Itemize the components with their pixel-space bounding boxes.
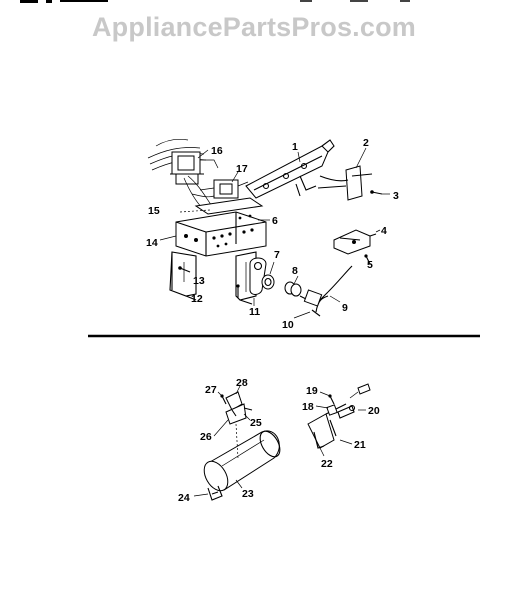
callout-3: 3 bbox=[393, 190, 399, 202]
bracket-part-22 bbox=[307, 403, 347, 449]
callout-16: 16 bbox=[211, 145, 223, 157]
callout-1: 1 bbox=[292, 141, 298, 153]
bracket-part-11 bbox=[235, 251, 257, 305]
screw-near-11 bbox=[236, 284, 240, 298]
callout-8: 8 bbox=[292, 265, 298, 277]
callout-9: 9 bbox=[342, 302, 348, 314]
screw-part-13 bbox=[178, 266, 191, 273]
callout-21: 21 bbox=[354, 439, 366, 451]
callout-20: 20 bbox=[368, 405, 380, 417]
cylinder-part-23 bbox=[203, 430, 281, 492]
clip-part-4 bbox=[333, 229, 377, 255]
callout-25: 25 bbox=[250, 417, 262, 429]
bushing-part-7 bbox=[261, 274, 275, 290]
callout-27: 27 bbox=[205, 384, 217, 396]
callout-5: 5 bbox=[367, 259, 373, 271]
callout-14: 14 bbox=[146, 237, 158, 249]
callout-6: 6 bbox=[272, 215, 278, 227]
callout-2: 2 bbox=[363, 137, 369, 149]
plate-part-15 bbox=[179, 197, 264, 215]
callout-10: 10 bbox=[282, 319, 294, 331]
top-edge-marks bbox=[20, 0, 410, 3]
lower-assembly-right: 19 18 20 21 22 bbox=[302, 383, 380, 470]
callout-4: 4 bbox=[381, 225, 387, 237]
screw-part-5 bbox=[364, 254, 371, 265]
callout-11: 11 bbox=[249, 306, 260, 318]
callout-26: 26 bbox=[200, 431, 212, 443]
site-watermark: AppliancePartsPros.com bbox=[91, 12, 416, 42]
callout-24: 24 bbox=[178, 492, 190, 504]
arm-part-1 bbox=[245, 139, 335, 199]
bracket-part-2 bbox=[317, 165, 373, 201]
switch-part-17 bbox=[191, 179, 249, 199]
upper-assembly: 16 17 1 2 3 15 6 4 14 7 5 8 13 12 9 11 1… bbox=[146, 137, 399, 331]
callout-19: 19 bbox=[306, 385, 318, 397]
screw-part-3 bbox=[370, 190, 383, 195]
callout-23: 23 bbox=[242, 488, 254, 500]
rod-part-9 bbox=[299, 265, 353, 317]
bracket-part-28 bbox=[225, 391, 253, 425]
callout-18: 18 bbox=[302, 401, 314, 413]
leader-lines-upper bbox=[159, 147, 390, 319]
screw-part-27 bbox=[220, 394, 227, 405]
nut-part-8 bbox=[284, 281, 302, 297]
callout-15: 15 bbox=[148, 205, 160, 217]
lower-assembly-left: 27 28 25 26 23 24 bbox=[178, 377, 281, 504]
callout-13: 13 bbox=[193, 275, 205, 287]
bracket-part-12 bbox=[169, 251, 197, 301]
bracket-part-14 bbox=[175, 211, 267, 257]
callout-28: 28 bbox=[236, 377, 248, 389]
callout-22: 22 bbox=[321, 458, 333, 470]
part-20 bbox=[337, 404, 356, 419]
clip-part-24 bbox=[207, 485, 223, 501]
callout-12: 12 bbox=[191, 293, 203, 305]
part-18 bbox=[326, 404, 338, 416]
link-plate bbox=[249, 257, 267, 295]
callout-17: 17 bbox=[236, 163, 248, 175]
callout-7: 7 bbox=[274, 249, 280, 261]
